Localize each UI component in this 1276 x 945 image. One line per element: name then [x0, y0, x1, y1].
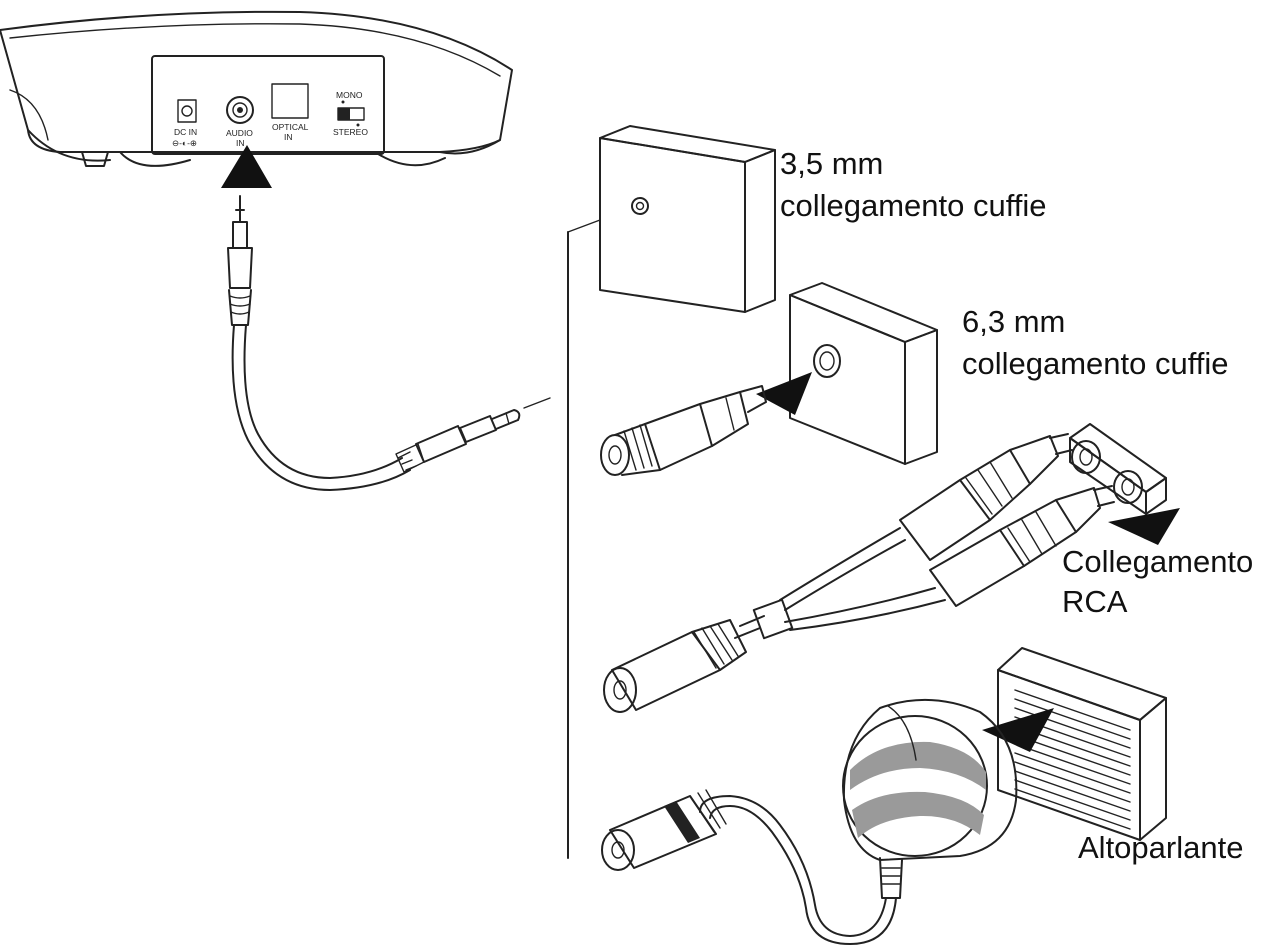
- grille-slat: [1014, 689, 1131, 731]
- dc-polarity-label: ⊖-◐-⊕: [172, 138, 197, 148]
- audio-in-label-2: IN: [236, 138, 245, 148]
- adapter-6-3mm: [600, 385, 767, 476]
- base-station: DC IN ⊖-◐-⊕ AUDIO IN OPTICAL IN MONO STE…: [0, 10, 513, 167]
- label-rca-line1: Collegamento: [1062, 544, 1254, 579]
- socket-box-6-3mm: [789, 282, 938, 465]
- connector-panel: [151, 55, 385, 155]
- dc-in-label: DC IN: [174, 127, 197, 137]
- optical-in-port: [271, 83, 309, 119]
- label-speaker: Altoparlante: [1078, 830, 1244, 865]
- audio-in-label-1: AUDIO: [226, 128, 253, 138]
- socket-box-3-5mm: [599, 125, 776, 313]
- rca-cable: [603, 433, 1115, 713]
- stereo-label: STEREO: [333, 127, 368, 137]
- arrow-speaker: [982, 708, 1054, 752]
- audio-in-port: [226, 96, 254, 124]
- label-6-3mm-size: 6,3 mm: [962, 304, 1066, 339]
- grille-slat: [1014, 743, 1131, 785]
- grille-slat: [1014, 761, 1131, 803]
- label-rca-line2: RCA: [1062, 584, 1128, 619]
- grille-slat: [1014, 779, 1131, 821]
- optical-in-label-1: OPTICAL: [272, 122, 309, 132]
- arrow-audio-in: [221, 145, 272, 188]
- rca-socket-plate: [1069, 423, 1167, 515]
- dc-in-port: [177, 99, 197, 123]
- label-6-3mm-desc: collegamento cuffie: [962, 346, 1229, 381]
- grille-slat: [1014, 752, 1131, 794]
- arrow-6-3mm: [756, 372, 812, 415]
- jack-cable: [227, 195, 551, 491]
- arrow-rca: [1108, 508, 1180, 545]
- label-3-5mm-size: 3,5 mm: [780, 146, 884, 181]
- label-3-5mm-desc: collegamento cuffie: [780, 188, 1047, 223]
- speaker-adapter: [601, 698, 1018, 945]
- optical-in-label-2: IN: [284, 132, 293, 142]
- grille-slat: [1014, 770, 1131, 812]
- grille-slat: [1014, 788, 1131, 830]
- mono-label: MONO: [336, 90, 363, 100]
- grille-slat: [1014, 698, 1131, 740]
